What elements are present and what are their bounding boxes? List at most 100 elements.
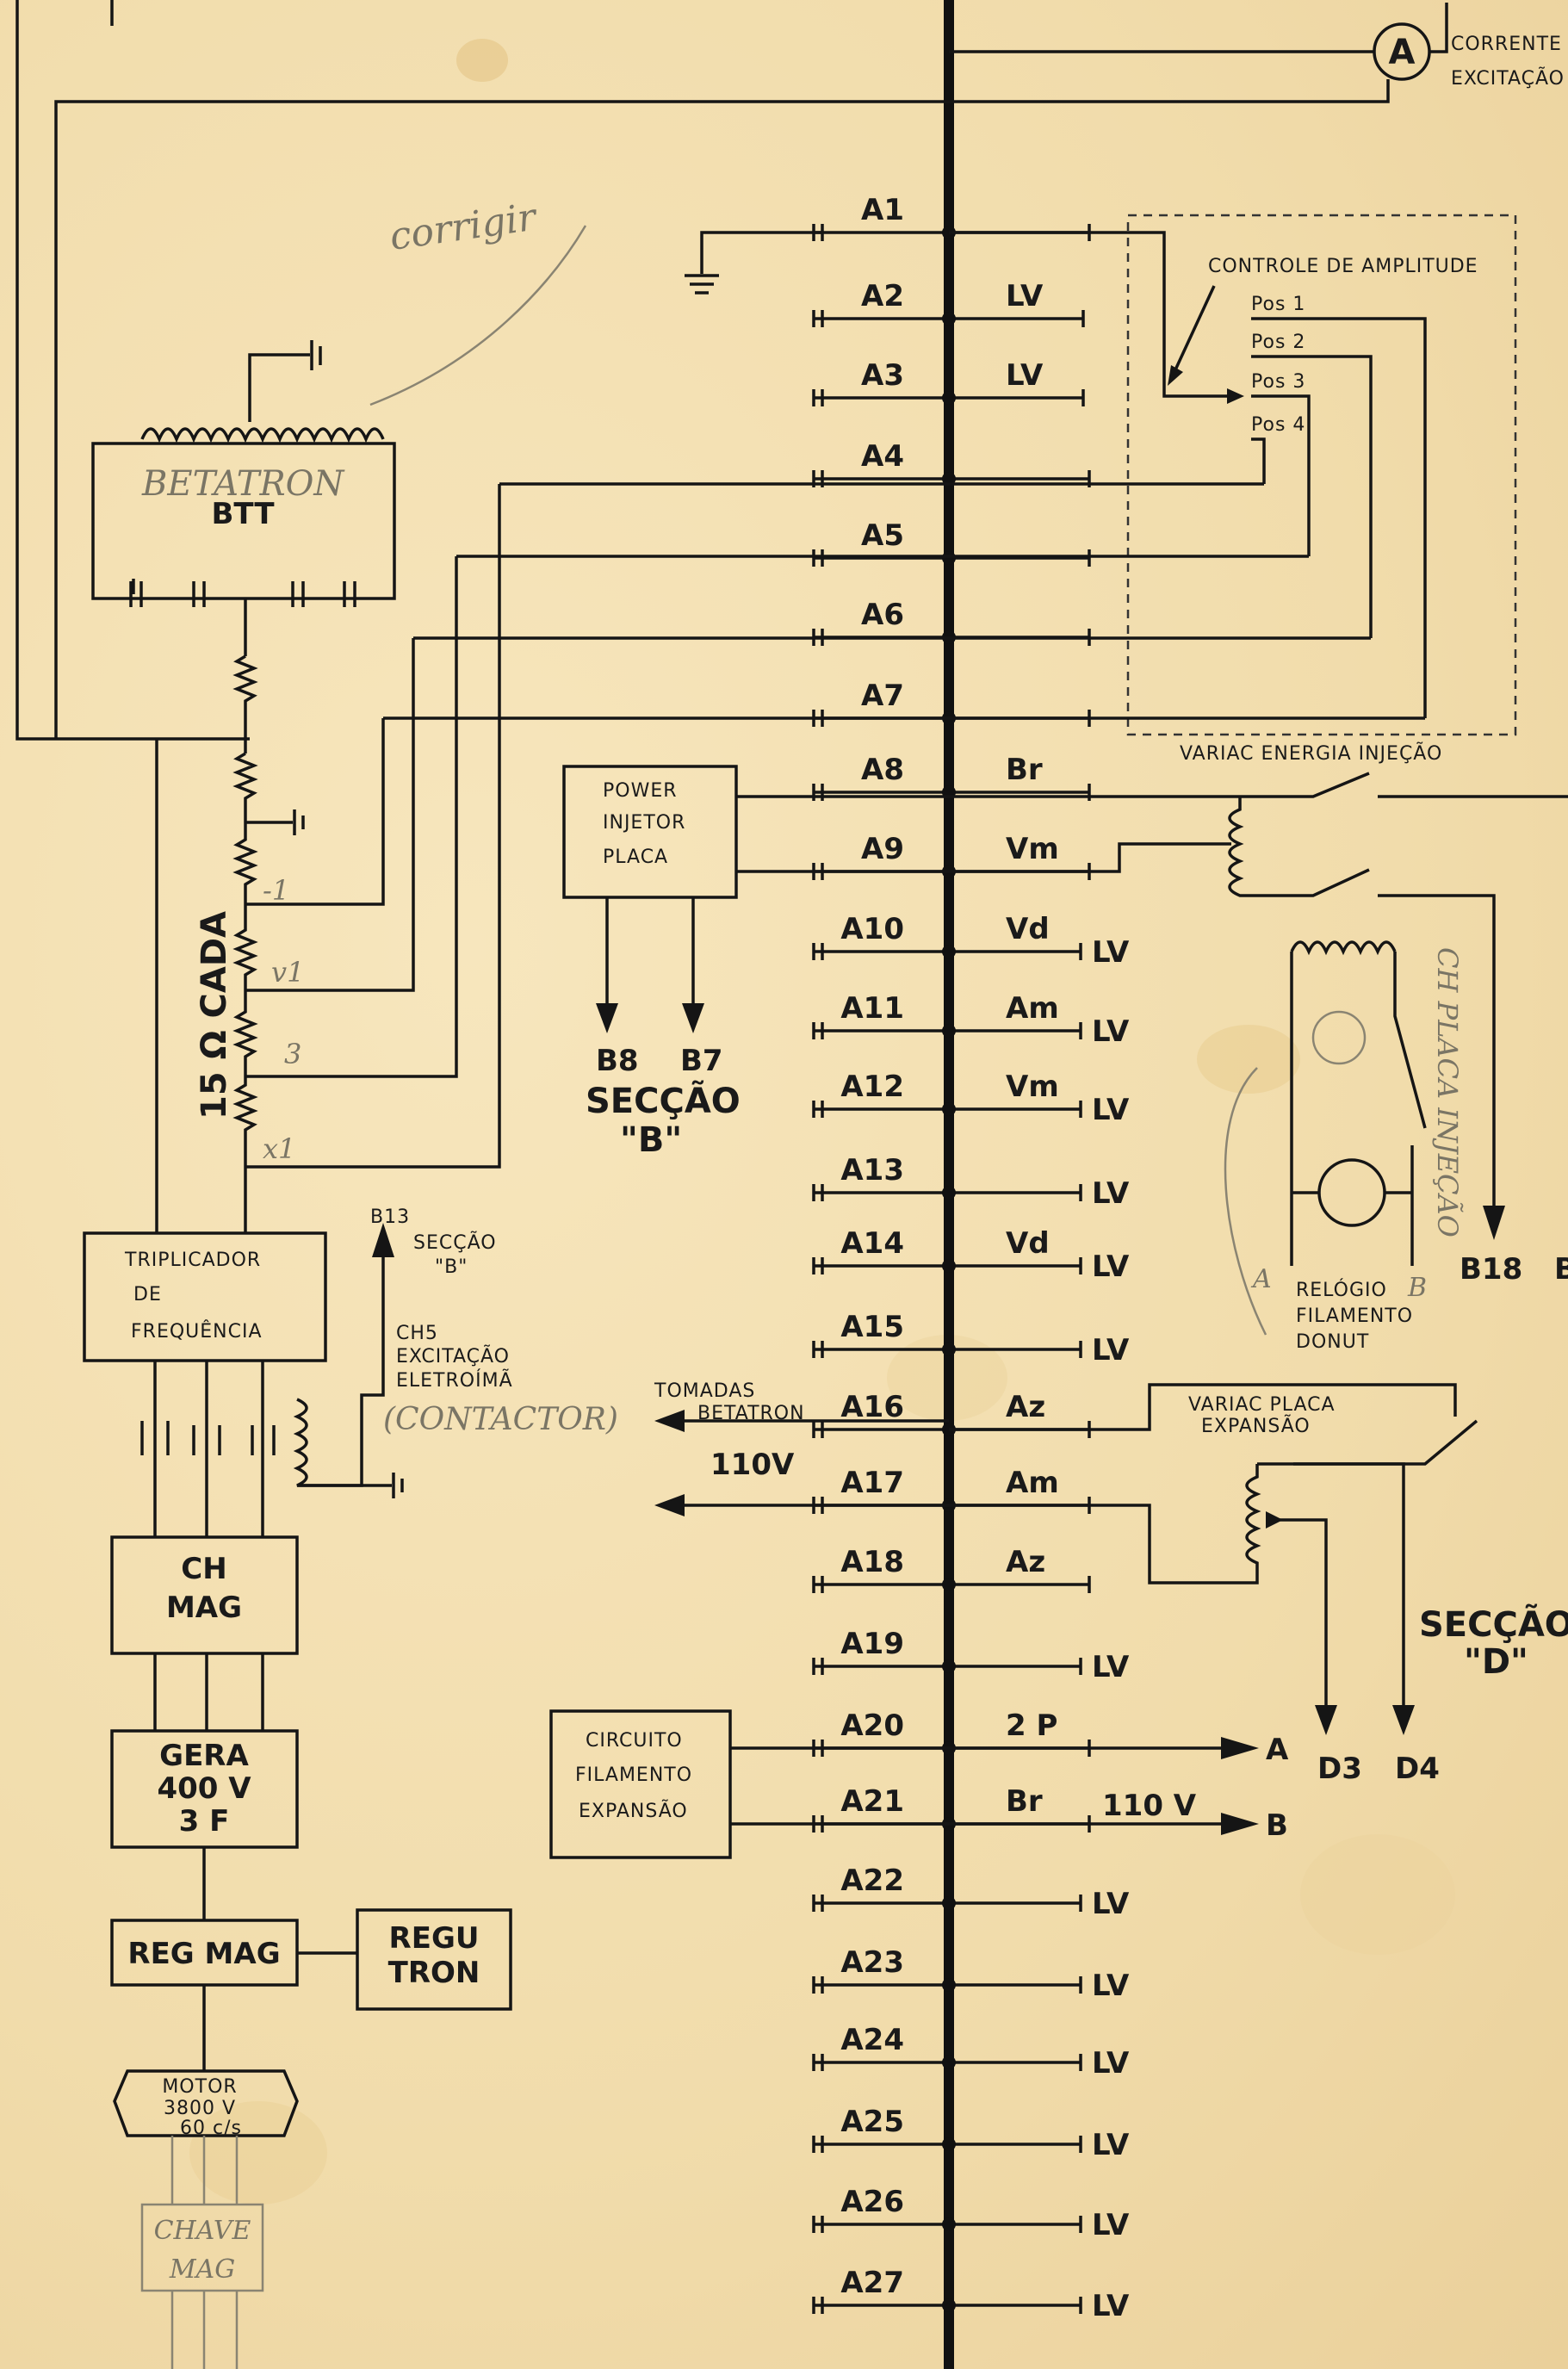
ammeter: A CORRENTE EXCITAÇÃO [1373,22,1564,90]
terminal-label: A9 [861,832,904,866]
svg-text:CIRCUITO: CIRCUITO [586,1730,683,1752]
svg-text:Pos 1: Pos 1 [1251,294,1305,315]
btt-ground-wire [248,353,310,422]
terminal-label: A2 [861,279,904,313]
variac-inj-wire-bottom [949,842,1231,873]
svg-text:POWER: POWER [603,780,678,802]
chave-mag-pencil-wires [170,2291,239,2369]
svg-text:B: B [1554,1252,1568,1287]
svg-text:corrigir: corrigir [387,195,541,259]
out-b-arrow [1221,1813,1259,1835]
svg-text:GERA: GERA [159,1739,249,1773]
bus-junction-dot [942,551,956,565]
btt-box [91,442,396,600]
terminal-wire-color: 2 P [1006,1709,1057,1743]
triplicador-box [83,1231,327,1362]
bus-junction-dot [942,1343,956,1356]
betatron-transformer: corrigir BETATRON BTT [91,195,587,656]
terminal-label: A24 [840,2023,904,2057]
tomadas-betatron: TOMADAS BETATRON 110V [654,1380,949,1516]
tomadas-arrow-2 [654,1494,685,1516]
svg-text:15 Ω CADA: 15 Ω CADA [195,911,234,1119]
terminal-wire-color: LV [1006,358,1044,393]
variac-exp-out-wires [1270,1462,1405,1707]
bus-junction-dot [942,1896,956,1910]
terminal-wire-color: Vd [1006,1226,1050,1261]
regulator: REG MAG REGU TRON [110,1908,512,2071]
bus-junction-dot [942,945,956,958]
svg-text:v1: v1 [271,956,304,989]
filamento-expansao-box [549,1709,732,1859]
bus-junction-dot [942,2056,956,2069]
terminal-wire-color: Vd [1006,912,1050,946]
svg-text:110 V: 110 V [1102,1789,1197,1823]
terminal-label: A27 [840,2266,904,2300]
injector-down-wires [605,897,695,1008]
terminal-label: A16 [840,1390,904,1424]
variac-inj-out-wire [1378,894,1496,1206]
terminal-wire-color: Am [1006,991,1059,1026]
contactor-coil-wire [293,1249,385,1487]
svg-text:CORRENTE: CORRENTE [1451,34,1562,55]
svg-text:FILAMENTO: FILAMENTO [1296,1305,1413,1327]
terminal-end-label: LV [1092,1250,1130,1284]
generator: GERA 400 V 3 F [110,1729,299,1920]
filamento-out-wires [949,1746,1223,1826]
terminal-end-label: LV [1092,1650,1130,1684]
svg-text:x1: x1 [263,1132,295,1165]
svg-text:PLACA: PLACA [603,847,668,868]
terminal-row: A4 [812,439,1091,487]
out-a-arrow [1221,1737,1259,1759]
variac-inj-wire-top [949,772,1568,798]
svg-text:B8: B8 [596,1044,639,1078]
power-injector: POWER INJETOR PLACA B8 B7 SECÇÃO "B" [562,765,949,1160]
resistor-string [232,752,258,1223]
svg-text:-1: -1 [263,874,289,907]
svg-text:Pos 2: Pos 2 [1251,332,1305,353]
resistor-top [232,654,258,753]
svg-text:VARIAC PLACA: VARIAC PLACA [1188,1394,1336,1416]
svg-text:60 c/s: 60 c/s [180,2118,242,2139]
svg-text:CHAVE: CHAVE [154,2216,251,2246]
terminal-label: A11 [840,991,904,1026]
regutron-box [356,1908,512,2011]
svg-text:CH PLACA INJEÇÃO: CH PLACA INJEÇÃO [1431,947,1464,1237]
svg-text:TRON: TRON [388,1956,480,1990]
svg-text:A: A [1250,1264,1272,1294]
svg-text:B7: B7 [680,1044,723,1078]
svg-text:SECÇÃO: SECÇÃO [413,1231,497,1254]
terminal-end-label: LV [1092,2128,1130,2162]
ch-mag-box [110,1535,299,1655]
svg-text:CONTROLE DE AMPLITUDE: CONTROLE DE AMPLITUDE [1208,256,1478,277]
terminal-row: A5 [812,518,1091,567]
ch-mag-out-wires [153,1653,264,1731]
svg-text:INJETOR: INJETOR [603,812,685,834]
svg-text:A: A [1389,33,1416,72]
terminal-end-label: LV [1092,1176,1130,1211]
capacitor-bank [129,581,356,607]
motor-pencil-wires [170,2136,239,2205]
svg-text:TOMADAS: TOMADAS [654,1380,755,1402]
bus-junction-dot [942,1578,956,1591]
motor: MOTOR 3800 V 60 c/s [113,2069,299,2205]
ch-mag-switch: CH MAG [110,1535,299,1731]
terminal-label: A22 [840,1864,904,1898]
terminal-label: A13 [840,1153,904,1188]
bus-junction-dot [942,1659,956,1673]
terminal-label: A5 [861,518,904,553]
resistor-tap-wires [245,484,501,1169]
terminal-end-label: LV [1092,2289,1130,2323]
svg-text:B13: B13 [370,1206,410,1228]
svg-text:B: B [1407,1273,1427,1303]
svg-text:CH: CH [181,1552,226,1586]
terminal-end-label: LV [1092,2046,1130,2081]
